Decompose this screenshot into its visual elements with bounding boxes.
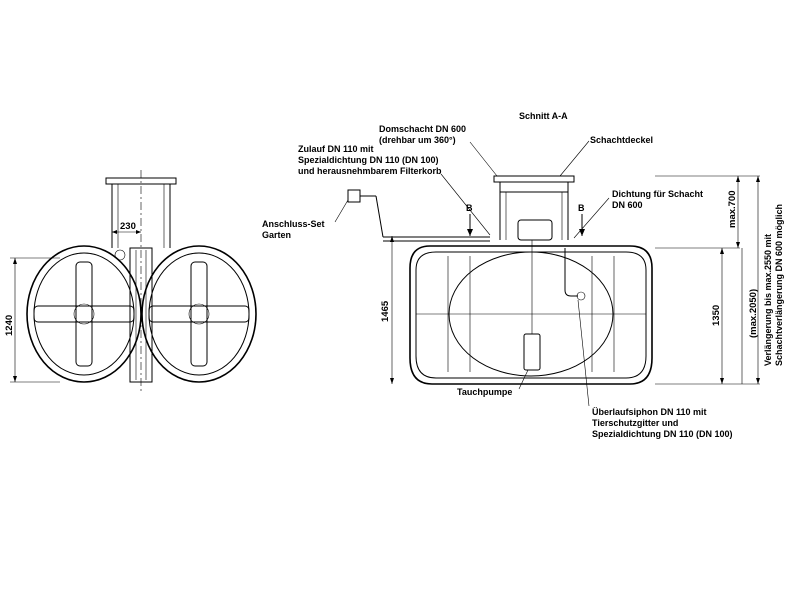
label-anschluss-1: Anschluss-Set — [262, 219, 325, 229]
label-domschacht-2: (drehbar um 360°) — [379, 135, 456, 145]
label-dichtung-2: DN 600 — [612, 200, 643, 210]
label-ueberlauf-1: Überlaufsiphon DN 110 mit — [592, 407, 707, 417]
svg-text:(max.2050): (max.2050) — [748, 289, 759, 338]
svg-text:1465: 1465 — [380, 300, 391, 322]
svg-text:B: B — [466, 203, 473, 213]
label-ueberlauf-3: Spezialdichtung DN 110 (DN 100) — [592, 429, 733, 439]
svg-text:1350: 1350 — [711, 305, 722, 326]
section-title: Schnitt A-A — [519, 111, 568, 121]
submersible-pump — [523, 333, 541, 371]
label-dichtung-1: Dichtung für Schacht — [612, 189, 703, 199]
overflow-siphon — [564, 248, 578, 297]
label-schachtdeckel: Schachtdeckel — [590, 135, 653, 145]
section-marker-b-left: B — [466, 203, 473, 236]
dim-230-text: 230 — [120, 221, 136, 232]
dim-230: 230 — [112, 221, 141, 234]
dim-1240: 1240 — [4, 257, 60, 383]
section-dome-shaft — [493, 175, 575, 241]
shaft-cover — [493, 175, 575, 183]
dim-right-side: max.700 1350 (max.2050) — [655, 175, 760, 385]
inlet-port-icon — [114, 249, 126, 261]
label-verlaengerung-1: Verlängerung bis max.2550 mit — [763, 234, 773, 366]
label-ueberlauf-2: Tierschutzgitter und — [592, 418, 678, 428]
label-zulauf-1: Zulauf DN 110 mit — [298, 144, 374, 154]
end-view-right-lobe — [141, 245, 257, 383]
dim-1240-text: 1240 — [4, 315, 15, 336]
end-view-middle-wall — [114, 247, 153, 383]
end-view-left-lobe — [26, 245, 142, 383]
label-tauchpumpe: Tauchpumpe — [457, 387, 512, 397]
leader-lines — [334, 140, 610, 407]
section-marker-b-right: B — [578, 203, 585, 236]
section-tank-shell — [409, 240, 653, 385]
label-zulauf-3: und herausnehmbarem Filterkorb — [298, 166, 442, 176]
svg-text:B: B — [578, 203, 585, 213]
dim-1465: 1465 — [380, 236, 394, 384]
garden-connection-set — [347, 189, 384, 238]
label-zulauf-2: Spezialdichtung DN 110 (DN 100) — [298, 155, 439, 165]
svg-text:max.700: max.700 — [727, 190, 738, 228]
end-view: 230 1240 — [4, 170, 257, 392]
section-view: B B 1465 — [334, 140, 760, 407]
label-anschluss-2: Garten — [262, 230, 291, 240]
label-domschacht-1: Domschacht DN 600 — [379, 124, 466, 134]
label-verlaengerung-2: Schachtverlängerung DN 600 möglich — [774, 204, 784, 366]
filter-basket — [517, 219, 553, 241]
